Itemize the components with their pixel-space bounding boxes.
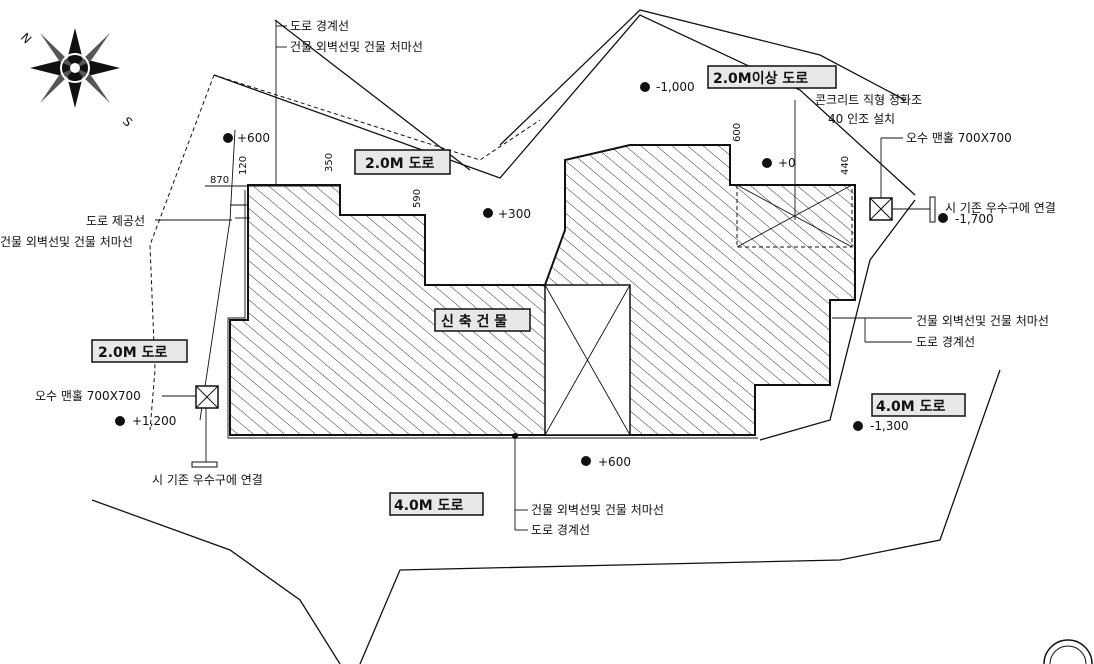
upper-road-top-edge (499, 9, 906, 146)
new-building-label: 신 축 건 물 (441, 313, 507, 330)
elevation-marker-icon (115, 82, 948, 466)
upper-road-edge-inner (274, 19, 471, 171)
stamp-seal-icon (1043, 639, 1093, 664)
building-label-box (434, 308, 531, 332)
sewer-connector-left (191, 461, 218, 468)
road-4m-bottom-label: 4.0M 도로 (394, 498, 463, 514)
road-label-box-left (91, 339, 188, 363)
road-label-box-bottom (389, 492, 484, 516)
elev-left: +1,200 (132, 414, 176, 428)
callout-left-road-provision: 도로 제공선 (86, 214, 145, 228)
site-boundary-dashed (149, 74, 215, 431)
callout-manhole-left: 오수 맨홀 700X700 (35, 389, 141, 403)
callout-right-building-setback: 건물 외벽선및 건물 처마선 (916, 314, 1049, 328)
leader-bottom-dot (512, 433, 518, 439)
upper-road-edge (213, 14, 916, 196)
callout-concrete-1: 콘크리트 직형 정화조 (815, 93, 922, 107)
left-lower-site-edge (91, 499, 341, 664)
road-4m-right-label: 4.0M 도로 (876, 399, 945, 415)
elev-bottom: +600 (598, 455, 631, 469)
road-label-box-top (354, 149, 451, 175)
dim-350: 350 (324, 153, 335, 172)
compass-north-label: N (18, 30, 34, 46)
elev-right-edge: -1,700 (955, 212, 994, 226)
right-road-edge (759, 199, 916, 441)
building-inner-outline (227, 190, 758, 439)
callout-right-road-boundary: 도로 경계선 (916, 335, 975, 349)
manhole-left-icon (195, 385, 219, 409)
sewer-connector-right (929, 196, 936, 223)
left-setback-line (199, 129, 236, 421)
septic-diagonal-2 (736, 184, 853, 248)
septic-tank-outline (736, 184, 853, 248)
callout-concrete-2: 40 인조 설치 (828, 112, 895, 126)
site-boundary-dashed-top (213, 74, 541, 161)
road-label-box-right (871, 393, 966, 417)
dim-870: 870 (210, 175, 229, 186)
right-lower-site-edge (359, 369, 1001, 664)
elev-lower-right: -1,300 (870, 419, 909, 433)
road-2m-left-label: 2.0M 도로 (98, 345, 167, 361)
callout-bottom-road-boundary: 도로 경계선 (531, 523, 590, 537)
compass-rose-icon (30, 28, 120, 108)
dim-120: 120 (238, 156, 249, 175)
compass-south-label: S (120, 114, 135, 129)
manhole-right-icon (869, 197, 893, 221)
dim-590: 590 (412, 189, 423, 208)
road-2m-top-label: 2.0M 도로 (365, 156, 434, 172)
dim-600: 600 (732, 123, 743, 142)
callout-top-road-boundary: 도로 경계선 (290, 19, 349, 33)
callout-top-building-setback: 건물 외벽선및 건물 처마선 (290, 40, 423, 54)
callout-manhole-right: 오수 맨홀 700X700 (906, 131, 1012, 145)
road-2m-above-label: 2.0M이상 도로 (713, 70, 808, 87)
elev-right-zero: +0 (778, 156, 796, 170)
elev-top-middle: -1,000 (656, 80, 695, 94)
callout-bottom-building-setback: 건물 외벽선및 건물 처마선 (531, 503, 664, 517)
dim-440: 440 (840, 156, 851, 175)
callout-sewer-right: 시 기존 우수구에 연결 (945, 201, 1056, 215)
new-building-footprint (229, 144, 856, 436)
road-label-box-above (707, 65, 837, 89)
elev-valley: +300 (498, 207, 531, 221)
callout-sewer-left: 시 기존 우수구에 연결 (152, 473, 263, 487)
stair-diagonal-2 (544, 284, 631, 436)
callout-left-building-setback: 건물 외벽선및 건물 처마선 (0, 235, 133, 249)
elev-top-left: +600 (237, 131, 270, 145)
